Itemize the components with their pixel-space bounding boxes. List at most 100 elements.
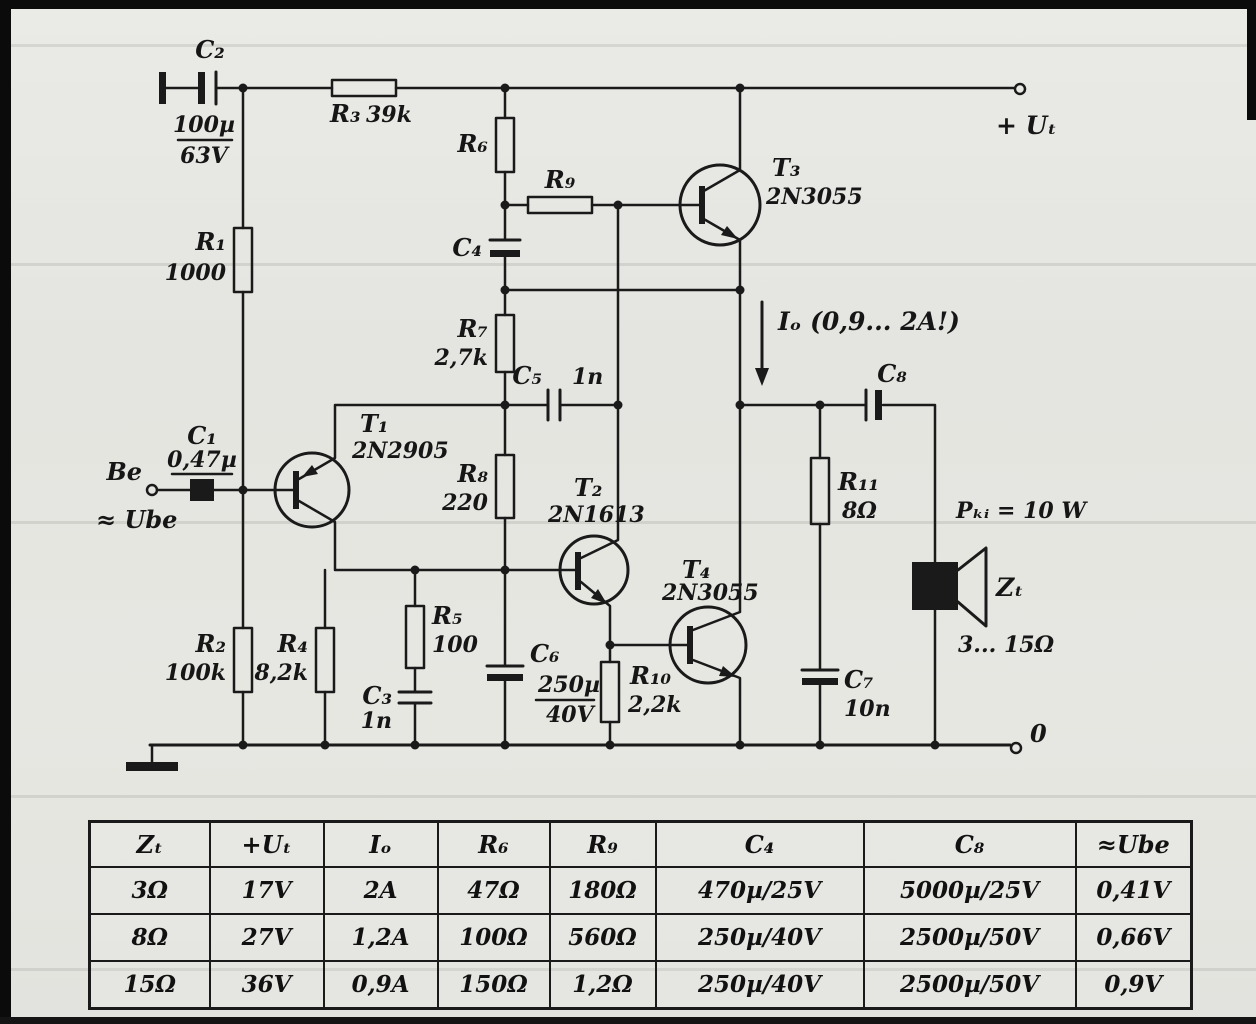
junction-dot: [500, 400, 510, 410]
wire-t3-collector: [700, 86, 742, 194]
junction-dot: [815, 740, 825, 750]
table-row: 3Ω 17V 2A 47Ω 180Ω 470µ/25V 5000µ/25V 0,…: [88, 866, 1193, 915]
current-arrowhead: [755, 368, 769, 386]
junction-dot: [320, 740, 330, 750]
resistor-body: [232, 626, 254, 694]
table-row: 8Ω 27V 1,2A 100Ω 560Ω 250µ/40V 2500µ/50V…: [88, 913, 1193, 962]
component-type: 2N1613: [547, 502, 645, 528]
table-cell: 0,9V: [1074, 960, 1193, 1010]
npn-arrow: [719, 666, 736, 677]
base-bar: [699, 186, 705, 224]
table-cell: 560Ω: [548, 913, 657, 962]
transistor-t4: T₄ 2N3055: [661, 555, 759, 685]
table-header-cell: +Uₜ: [208, 820, 325, 868]
transistor-body: [668, 605, 748, 685]
component-ref: R₃: [329, 99, 360, 128]
transistor-t1: T₁ 2N2905: [273, 409, 449, 529]
current-label: Iₒ (0,9... 2A!): [777, 307, 960, 336]
resistor-body: [232, 226, 254, 294]
junction-dots: [238, 83, 940, 750]
table-cell: 2500µ/50V: [862, 960, 1077, 1010]
scan-artifact: [0, 795, 1256, 798]
cap-plate: [198, 72, 205, 104]
capacitor-c3: C₃ 1n: [361, 681, 433, 734]
component-value: 1000: [165, 260, 227, 286]
capacitor-c4: C₄: [452, 233, 522, 262]
scan-artifact: [0, 521, 1256, 524]
resistor-body: [599, 660, 621, 724]
transistor-body: [678, 163, 762, 247]
table-cell: 150Ω: [436, 960, 551, 1010]
junction-dot: [735, 400, 745, 410]
resistor-r9: R₉: [526, 165, 594, 215]
table-cell: 100Ω: [436, 913, 551, 962]
component-ref: C₇: [844, 665, 874, 694]
component-type: 2N3055: [765, 184, 863, 210]
resistor-r6: R₆: [457, 116, 516, 174]
component-value: 250µ: [537, 672, 600, 698]
component-ref: R₂: [195, 629, 226, 658]
component-type: 2N2905: [351, 438, 449, 464]
table-cell: 8Ω: [88, 913, 211, 962]
table-cell: 0,66V: [1074, 913, 1193, 962]
base-bar: [293, 471, 299, 509]
resistor-body: [330, 78, 398, 98]
scan-artifact: [0, 263, 1256, 266]
table-header-cell: R₆: [436, 820, 551, 868]
resistor-r4: R₄ 8,2k: [253, 626, 336, 694]
npn-arrow: [591, 589, 607, 604]
resistor-r3: R₃ 39k: [329, 78, 412, 128]
component-ref: R₅: [431, 601, 462, 630]
npn-arrow: [721, 226, 738, 239]
ground-symbol: [126, 762, 178, 771]
table-cell: 36V: [208, 960, 325, 1010]
input-terminal: [145, 483, 159, 497]
amplifier-schematic: C₂ 100µ 63V C₁ 0,47µ C₄ C₅ 1n C₆ 250µ 40…: [96, 35, 1088, 771]
component-ref: C₁: [187, 421, 217, 450]
component-rating: 63V: [180, 143, 230, 169]
supply-label: + Uₜ: [996, 111, 1057, 140]
junction-dot: [238, 740, 248, 750]
component-ref: C₆: [530, 639, 560, 668]
component-value: 2,2k: [627, 692, 682, 718]
junction-dot: [410, 740, 420, 750]
resistor-r8: R₈ 220: [441, 453, 516, 520]
input-label: Be: [105, 457, 142, 486]
component-value: 220: [441, 490, 489, 516]
table-cell: 5000µ/25V: [862, 866, 1077, 915]
transistor-body: [558, 534, 630, 606]
component-ref: R₁: [195, 227, 226, 256]
table-cell: 180Ω: [548, 866, 657, 915]
zero-label: 0: [1030, 719, 1047, 748]
input-voltage-label: ≈ Ube: [96, 505, 177, 534]
junction-dot: [605, 740, 615, 750]
component-ref: C₄: [452, 233, 482, 262]
component-ref: R₁₀: [629, 661, 671, 690]
component-ref: C₂: [195, 35, 225, 64]
wire-t1-collector: [297, 499, 577, 572]
table-cell: 1,2A: [322, 913, 439, 962]
table-cell: 47Ω: [436, 866, 551, 915]
cap-plate: [802, 678, 838, 685]
table-cell: 250µ/40V: [654, 913, 865, 962]
resistor-r7: R₇ 2,7k: [433, 313, 516, 374]
cap-plate: [875, 390, 882, 420]
component-type: 2N3055: [661, 580, 759, 606]
scan-edge-top: [0, 0, 1256, 9]
table-header-row: Zₜ +Uₜ Iₒ R₆ R₉ C₄ C₈ ≈Ube: [88, 820, 1193, 868]
scan-artifact: [0, 44, 1256, 47]
speaker-symbol-label: Zₜ: [995, 573, 1024, 602]
table-cell: 27V: [208, 913, 325, 962]
speaker-range-label: 3... 15Ω: [958, 632, 1055, 658]
resistor-body: [494, 116, 516, 174]
table-cell: 17V: [208, 866, 325, 915]
scan-edge-right: [1247, 0, 1256, 120]
table-cell: 15Ω: [88, 960, 211, 1010]
component-value: 0,47µ: [167, 447, 237, 473]
component-ref: C₅: [512, 361, 542, 390]
component-value: 1n: [361, 708, 392, 734]
transistor-t2: T₂ 2N1613: [547, 473, 645, 606]
table-header-cell: Zₜ: [88, 820, 211, 868]
junction-dot: [500, 740, 510, 750]
